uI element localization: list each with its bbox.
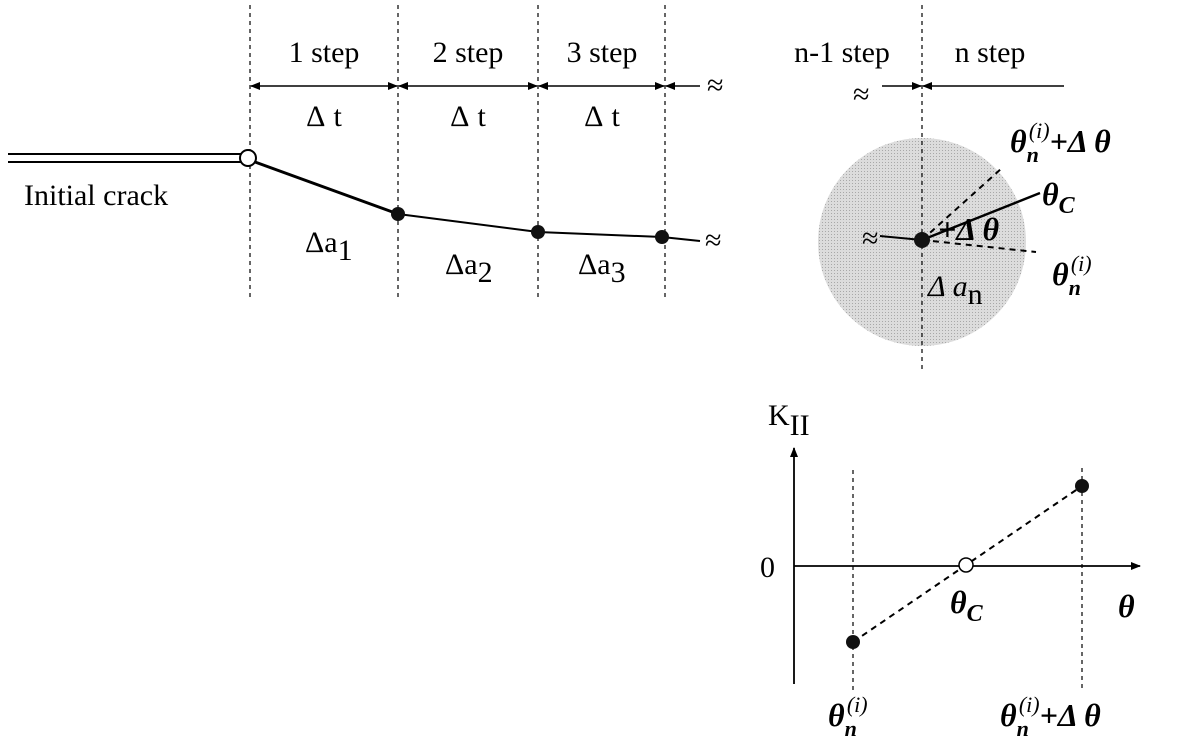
direction-theta-c	[921, 191, 1041, 242]
step-n-label: n step	[955, 36, 1026, 69]
crack-increment-2: Δa2	[445, 248, 493, 289]
detail-break-mark: ≈	[862, 222, 878, 255]
crack-tip-node-2	[531, 225, 545, 239]
step-1-label: 1 step	[289, 36, 360, 69]
label-theta-i-plus-dtheta-graph: θn(i)+Δ θ	[1000, 692, 1101, 741]
label-plus-dtheta-mid: +Δ θ	[938, 211, 1000, 247]
zero-tick-label: 0	[760, 551, 775, 584]
initial-crack	[8, 149, 257, 167]
arrow-break-mark: ≈	[707, 69, 723, 102]
y-axis-label: KII	[768, 399, 810, 442]
step-n-break-mark: ≈	[853, 78, 869, 111]
path-break-mark: ≈	[705, 224, 721, 257]
x-axis-label: θ	[1118, 588, 1135, 624]
step-n-minus-1-label: n-1 step	[794, 36, 890, 69]
interpolation-line	[852, 485, 1083, 643]
initial-crack-label: Initial crack	[24, 179, 168, 212]
point-theta-i	[846, 635, 860, 649]
label-theta-c-graph: θC	[950, 584, 984, 627]
crack-path	[397, 213, 701, 242]
label-theta-c-top: θC	[1042, 176, 1076, 219]
crack-tip-node-1	[391, 207, 405, 221]
step-3-label: 3 step	[567, 36, 638, 69]
crack-increment-3: Δa3	[578, 248, 626, 289]
label-theta-i-top: θn(i)	[1052, 251, 1092, 300]
crack-increment-n: Δ an	[927, 270, 983, 311]
step-2-label: 2 step	[433, 36, 504, 69]
direction-theta-plus-dtheta	[921, 167, 1003, 241]
label-theta-i-plus-dtheta-top: θn(i)+Δ θ	[1010, 118, 1111, 167]
crack-increment-1: Δa1	[305, 226, 353, 267]
crack-tip-node-3	[655, 230, 669, 244]
direction-theta-i	[921, 239, 1037, 253]
point-theta-i-plus-dtheta	[1075, 479, 1089, 493]
label-theta-i-graph: θn(i)	[828, 692, 868, 741]
zero-crossing-point	[958, 557, 974, 573]
crack-segment-1	[254, 160, 399, 216]
current-crack-tip	[914, 232, 930, 248]
